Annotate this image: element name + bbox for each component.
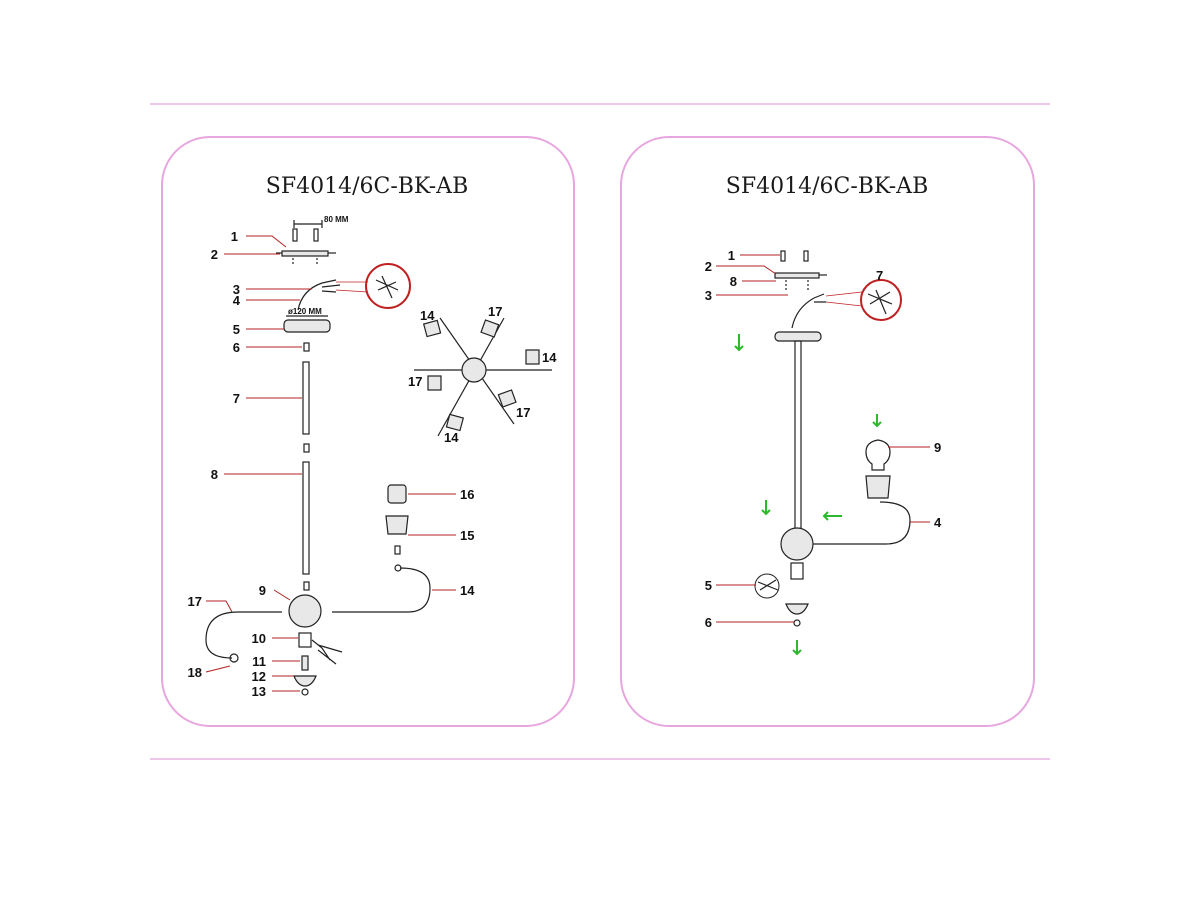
- lamp-holder: [385, 515, 409, 535]
- callout-15: 15: [460, 528, 474, 543]
- upper-rod: [302, 361, 310, 435]
- right-end-cap: [793, 619, 801, 627]
- shade-2: [480, 319, 500, 338]
- callout-10: 10: [252, 631, 266, 646]
- right-canopy: [774, 331, 822, 342]
- wire-detail-circle: [365, 263, 411, 309]
- right-wire-detail-circle: [860, 279, 902, 321]
- top-callout-17b: 17: [408, 374, 422, 389]
- guide-arrows: [734, 334, 882, 656]
- guide-arrow-4: [822, 511, 842, 521]
- mounting-bar: [281, 250, 329, 257]
- bottom-finial: [293, 675, 317, 687]
- callout-13: 13: [252, 684, 266, 699]
- shade-6: [445, 413, 465, 432]
- dim-mount-spacing: 80 MM: [324, 215, 349, 224]
- right-callout-1: 1: [728, 248, 735, 263]
- left-callouts: 1 2 3 4 5 6 7 8 9 10 11 12 13 14 15 16 1…: [188, 229, 476, 699]
- callout-11: 11: [252, 654, 266, 669]
- mounting-screws: [292, 228, 319, 242]
- right-panel-frame: [620, 136, 1035, 727]
- callout-4: 4: [233, 293, 241, 308]
- right-callout-9: 9: [934, 440, 941, 455]
- right-callout-2: 2: [705, 259, 712, 274]
- shade-1: [422, 319, 442, 338]
- right-rod: [794, 340, 802, 532]
- light-bulb: [865, 439, 891, 471]
- guide-arrow-1: [734, 334, 744, 352]
- right-callout-8: 8: [730, 274, 737, 289]
- callout-18: 18: [188, 665, 202, 680]
- canopy: [283, 319, 331, 333]
- callout-16: 16: [460, 487, 474, 502]
- callout-8: 8: [211, 467, 218, 482]
- callout-12: 12: [252, 669, 266, 684]
- shade-4: [427, 375, 442, 391]
- callout-6: 6: [233, 340, 240, 355]
- callout-3: 3: [233, 282, 240, 297]
- lower-rod: [302, 461, 310, 575]
- canopy-bracket: [297, 282, 323, 311]
- top-callout-17c: 17: [516, 405, 530, 420]
- guide-arrow-2: [872, 414, 882, 428]
- left-leaders: [205, 235, 456, 692]
- right-callout-4: 4: [934, 515, 942, 530]
- center-ball-hub: [288, 594, 322, 628]
- dim-canopy-diameter: ø120 MM: [288, 307, 322, 316]
- curved-arm-right: [332, 567, 431, 613]
- top-nut: [303, 342, 310, 352]
- callout-17: 17: [188, 594, 202, 609]
- socket-cover: [387, 484, 407, 504]
- right-leaders: [716, 254, 930, 623]
- right-panel-title: SF4014/6C-BK-AB: [726, 174, 929, 199]
- right-arm: [813, 501, 911, 545]
- right-ball-hub: [780, 527, 814, 561]
- left-panel-title: SF4014/6C-BK-AB: [266, 174, 469, 199]
- callout-5: 5: [233, 322, 240, 337]
- right-callout-3: 3: [705, 288, 712, 303]
- top-view: 14 17 14 17 17 14: [408, 304, 557, 445]
- threaded-nipple: [298, 632, 312, 648]
- right-callout-7: 7: [876, 268, 883, 283]
- right-callout-5: 5: [705, 578, 712, 593]
- curved-arm-left: [205, 611, 282, 659]
- shade-5: [497, 389, 517, 408]
- right-callouts: 1 2 8 3 7 9 4 5 6: [705, 248, 942, 630]
- arm-end-cap: [229, 653, 239, 663]
- top-callout-14c: 14: [444, 430, 459, 445]
- top-view-hub: [461, 357, 487, 383]
- guide-arrow-3: [761, 500, 771, 516]
- right-bottom-finial: [785, 603, 809, 615]
- end-cap: [301, 688, 309, 696]
- supply-wires: [321, 279, 341, 293]
- arm-wires: [311, 639, 343, 665]
- callout-1: 1: [231, 229, 238, 244]
- bottom-tube: [301, 655, 309, 671]
- callout-2: 2: [211, 247, 218, 262]
- right-bracket: [791, 297, 815, 329]
- right-wire-detail-small: [754, 573, 780, 599]
- left-panel-frame: [161, 136, 575, 727]
- right-lamp-holder: [865, 475, 891, 499]
- right-mounting-bar: [774, 272, 820, 279]
- callout-9: 9: [259, 583, 266, 598]
- right-callout-6: 6: [705, 615, 712, 630]
- shade-3: [525, 349, 540, 365]
- guide-arrow-5: [792, 640, 802, 656]
- top-callout-14b: 14: [542, 350, 557, 365]
- right-assembly-view: [754, 250, 911, 627]
- callout-14: 14: [460, 583, 475, 598]
- left-exploded-view: 80 MM ø120 MM: [205, 215, 431, 696]
- top-callout-17a: 17: [488, 304, 502, 319]
- top-callout-14a: 14: [420, 308, 435, 323]
- callout-7: 7: [233, 391, 240, 406]
